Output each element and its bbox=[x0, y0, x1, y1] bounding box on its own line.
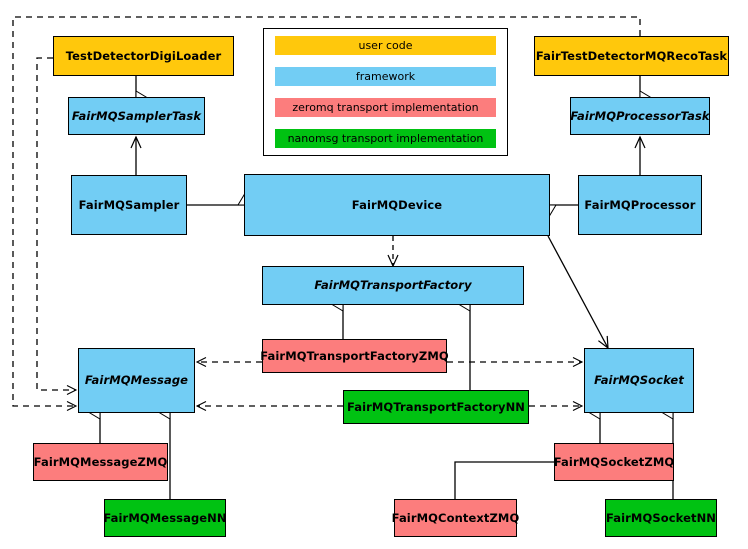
legend-label-nanomsg: nanomsg transport implementation bbox=[287, 132, 484, 145]
class-node-fairmqprocessortask[interactable]: FairMQProcessorTask bbox=[570, 97, 710, 135]
edge-recotask-to-message bbox=[12, 16, 641, 411]
legend-item-zeromq: zeromq transport implementation bbox=[275, 98, 496, 117]
class-node-fairmqtransportfactoryzmq[interactable]: FairMQTransportFactoryZMQ bbox=[260, 339, 449, 373]
class-node-fairmqsampler[interactable]: FairMQSampler bbox=[71, 175, 187, 235]
legend-item-nanomsg: nanomsg transport implementation bbox=[275, 129, 496, 148]
class-node-fairmqprocessor[interactable]: FairMQProcessor bbox=[578, 175, 702, 235]
class-node-fairmqtransportfactorynn[interactable]: FairMQTransportFactoryNN bbox=[343, 390, 529, 424]
legend-item-user-code: user code bbox=[275, 36, 496, 55]
edge-digiloader-to-message bbox=[36, 57, 78, 395]
legend-item-framework: framework bbox=[275, 67, 496, 86]
class-node-fairmqsocket[interactable]: FairMQSocket bbox=[584, 348, 694, 413]
class-node-fairmqsocketzmq[interactable]: FairMQSocketZMQ bbox=[554, 443, 674, 481]
edge-device-to-socket bbox=[547, 235, 609, 350]
legend-label-user-code: user code bbox=[358, 39, 413, 52]
legend-label-framework: framework bbox=[355, 70, 416, 83]
edge-socketzmq-owns-contextzmq bbox=[454, 456, 571, 499]
legend-label-zeromq: zeromq transport implementation bbox=[292, 101, 479, 114]
class-node-fairmqmessagezmq[interactable]: FairMQMessageZMQ bbox=[33, 443, 168, 481]
class-node-testdetectordigiloader[interactable]: TestDetectorDigiLoader bbox=[53, 36, 234, 76]
class-node-fairmqmessagenn[interactable]: FairMQMessageNN bbox=[103, 499, 227, 537]
class-node-fairtestdetectormqrecotask[interactable]: FairTestDetectorMQRecoTask bbox=[534, 36, 729, 76]
class-node-fairmqsamplertask[interactable]: FairMQSamplerTask bbox=[68, 97, 205, 135]
class-node-fairmqcontextzmq[interactable]: FairMQContextZMQ bbox=[392, 499, 519, 537]
legend: user code framework zeromq transport imp… bbox=[263, 28, 508, 156]
class-node-fairmqmessage[interactable]: FairMQMessage bbox=[78, 348, 195, 413]
class-node-fairmqsocketnn[interactable]: FairMQSocketNN bbox=[605, 499, 717, 537]
class-node-fairmqtransportfactory[interactable]: FairMQTransportFactory bbox=[262, 266, 524, 305]
class-node-fairmqdevice[interactable]: FairMQDevice bbox=[244, 174, 550, 236]
